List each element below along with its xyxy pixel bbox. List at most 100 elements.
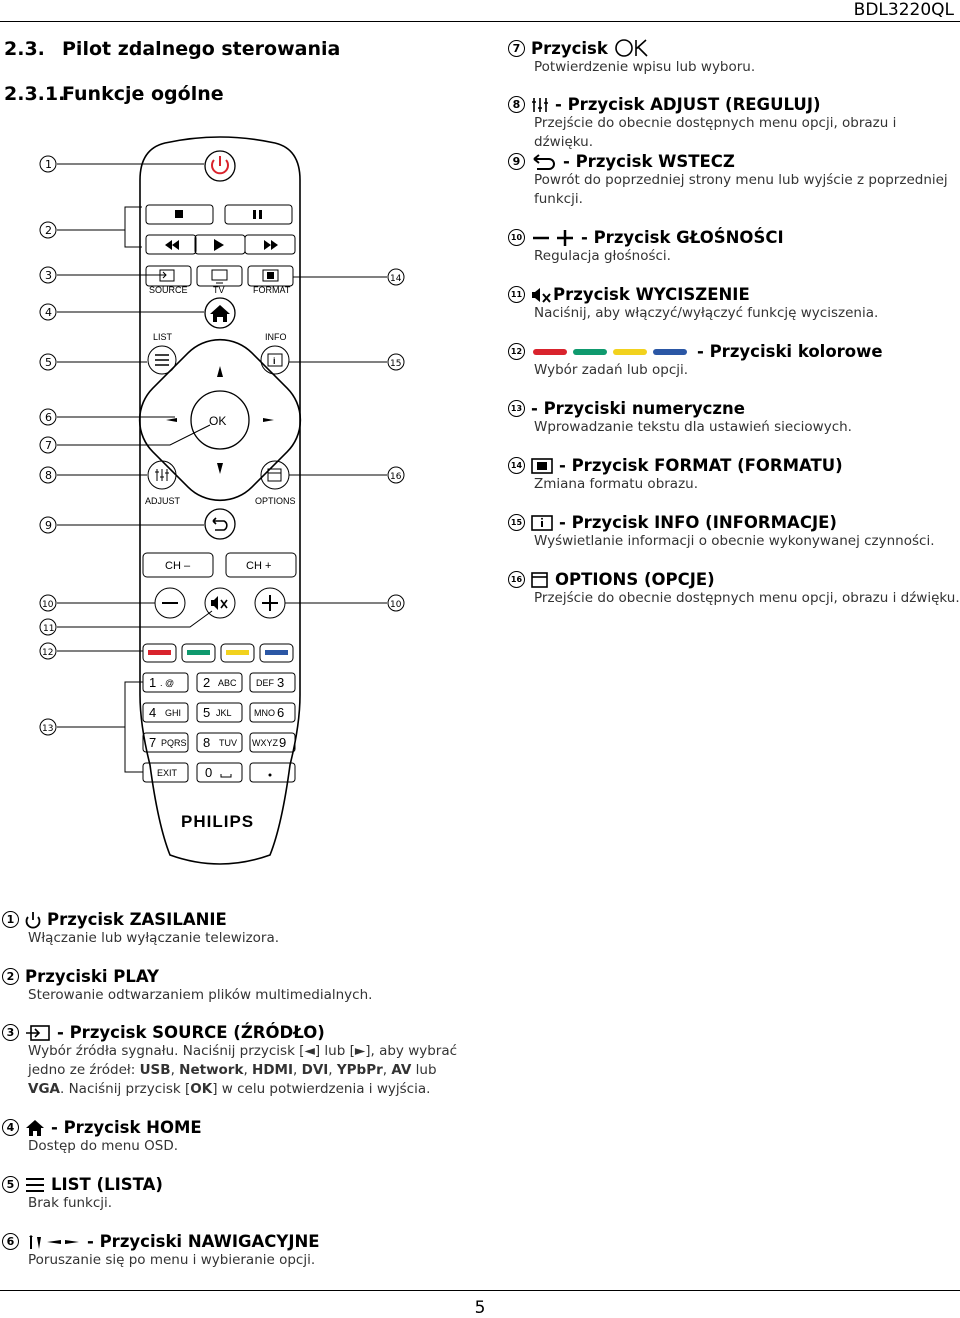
svg-text:0: 0: [205, 765, 212, 780]
color-buttons-icon: [531, 347, 691, 357]
svg-text:MNO: MNO: [254, 708, 275, 718]
svg-text:12: 12: [42, 648, 53, 658]
svg-text:6: 6: [45, 411, 52, 424]
ok-icon: OK: [190, 1081, 213, 1097]
item-14: 14 - Przycisk FORMAT (FORMATU) Zmiana fo…: [508, 456, 843, 494]
options-label: OPTIONS: [255, 496, 296, 506]
section-title: Funkcje ogólne: [62, 83, 224, 105]
section-heading-2: 2.3.1.Funkcje ogólne: [4, 83, 224, 105]
svg-text:DEF: DEF: [256, 678, 275, 688]
svg-text:14: 14: [390, 274, 402, 284]
left-callouts: 1 2 3 4 5 6 7 8 9 10 11 12 13: [39, 155, 213, 773]
power-icon: [25, 911, 41, 929]
stop-button: [145, 204, 214, 225]
svg-text:1: 1: [149, 675, 156, 690]
info-button: i: [260, 345, 290, 375]
mute-icon: [531, 286, 553, 304]
source-icon: [25, 1024, 51, 1042]
list-button: [147, 345, 177, 375]
ok-icon: [614, 38, 652, 58]
item-6: 6 - Przyciski NAWIGACYJNE Poruszanie się…: [2, 1232, 320, 1270]
ch-plus-button: [225, 552, 297, 578]
item-11: 11 Przycisk WYCISZENIE Naciśnij, aby włą…: [508, 285, 878, 323]
svg-text:4: 4: [45, 306, 52, 319]
yellow-button: [220, 643, 255, 663]
svg-text:1: 1: [45, 158, 52, 171]
info-label: INFO: [265, 332, 287, 342]
navigation-pad: OK: [138, 338, 302, 502]
svg-text:. @: . @: [160, 678, 174, 688]
svg-text:13: 13: [42, 724, 53, 734]
green-button: [181, 643, 216, 663]
pause-button: [224, 204, 293, 225]
section-number: 2.3.: [4, 38, 45, 60]
right-callouts: 14 15 16 10: [285, 268, 405, 612]
forward-button: [244, 234, 296, 255]
tv-label: TV: [213, 285, 225, 295]
item-8: 8 - Przycisk ADJUST (REGULUJ) Przejście …: [508, 95, 948, 152]
exit-label: EXIT: [157, 768, 178, 778]
item-1: 1 Przycisk ZASILANIE Włączanie lub wyłąc…: [2, 910, 279, 948]
back-button: [204, 508, 236, 540]
source-label: SOURCE: [149, 285, 188, 295]
section-title: Pilot zdalnego sterowania: [62, 38, 341, 60]
svg-text:3: 3: [277, 675, 284, 690]
svg-text:GHI: GHI: [165, 708, 181, 718]
blue-button: [259, 643, 294, 663]
list-icon: [25, 1176, 45, 1194]
left-arrow-icon: ◄: [304, 1043, 315, 1059]
svg-text:15: 15: [390, 359, 401, 369]
svg-text:8: 8: [45, 469, 52, 482]
right-arrow-icon: ►: [354, 1043, 366, 1059]
adjust-button: [147, 460, 177, 490]
info-icon: [531, 514, 553, 532]
ok-label: OK: [209, 414, 226, 428]
volume-plus-button: [254, 587, 286, 619]
options-button: [260, 460, 290, 490]
svg-text:9: 9: [279, 735, 286, 750]
svg-text:9: 9: [45, 519, 52, 532]
ch-minus-button: [142, 552, 214, 578]
svg-text:8: 8: [203, 735, 210, 750]
red-button: [142, 643, 177, 663]
model-name: BDL3220QL: [853, 0, 954, 20]
tv-button: [196, 265, 243, 287]
svg-text:4: 4: [149, 705, 156, 720]
section-number: 2.3.1.: [4, 83, 66, 105]
svg-text:5: 5: [45, 356, 52, 369]
brand-logo: PHILIPS: [181, 812, 254, 831]
mute-button: [204, 587, 236, 619]
volume-icon: [531, 229, 575, 247]
rewind-button: [145, 234, 197, 255]
remote-body: [139, 136, 301, 865]
adjust-icon: [531, 96, 549, 114]
svg-text:2: 2: [203, 675, 210, 690]
home-button: [204, 297, 236, 329]
navigation-arrows-icon: [25, 1233, 81, 1251]
footer-rule: [0, 1290, 960, 1291]
page-number: 5: [474, 1298, 486, 1318]
svg-text:2: 2: [45, 224, 52, 237]
svg-text:i: i: [273, 356, 276, 366]
home-icon: [25, 1119, 45, 1137]
item-5: 5 LIST (LISTA) Brak funkcji.: [2, 1175, 163, 1213]
svg-text:16: 16: [390, 472, 402, 482]
options-icon: [531, 571, 549, 589]
header-rule: [0, 21, 960, 22]
format-label: FORMAT: [253, 285, 291, 295]
svg-text:10: 10: [42, 600, 54, 610]
volume-minus-button: [154, 587, 186, 619]
svg-text:3: 3: [45, 269, 52, 282]
svg-text:5: 5: [203, 705, 210, 720]
item-12: 12 - Przyciski kolorowe Wybór zadań lub …: [508, 342, 883, 380]
section-heading-1: 2.3. Pilot zdalnego sterowania: [4, 38, 340, 60]
svg-text:WXYZ: WXYZ: [252, 738, 279, 748]
svg-text:7: 7: [149, 735, 156, 750]
item-3: 3 - Przycisk SOURCE (ŹRÓDŁO) Wybór źródł…: [2, 1023, 462, 1099]
svg-text:ABC: ABC: [218, 678, 237, 688]
svg-text:10: 10: [390, 600, 402, 610]
source-button: [145, 265, 192, 287]
svg-text:TUV: TUV: [219, 738, 237, 748]
